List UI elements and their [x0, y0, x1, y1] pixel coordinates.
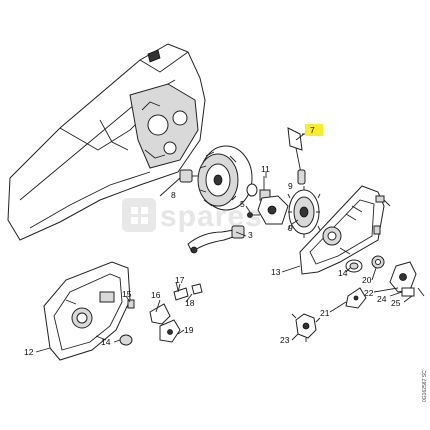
part-11-valve	[246, 176, 289, 225]
callout-3: 3	[248, 230, 253, 240]
callout-19: 19	[184, 325, 194, 335]
callout-14-right: 14	[338, 268, 348, 278]
callout-9-upper: 9	[288, 181, 293, 191]
callout-23: 23	[280, 335, 290, 345]
callout-7-highlight	[305, 124, 323, 136]
part-13-side-cover	[299, 185, 391, 275]
callout-17: 17	[175, 275, 185, 285]
drawing-code: 0G162567 SC	[422, 370, 428, 402]
callout-18: 18	[185, 298, 195, 308]
part-3-oil-hose	[187, 225, 245, 254]
callout-13: 13	[271, 267, 281, 277]
callout-labels: 7 11 8 9 5 9 3 13 14 20 22 24 25 21 23 1…	[24, 124, 401, 357]
callout-5: 5	[240, 199, 245, 209]
callout-15: 15	[122, 289, 132, 299]
part-7-ignition-lead	[287, 127, 310, 185]
callout-9: 9	[288, 223, 293, 233]
callout-14-left: 14	[101, 337, 111, 347]
leader-lines	[35, 133, 413, 353]
callout-11: 11	[261, 164, 270, 174]
part-5-pin	[247, 212, 260, 218]
callout-21: 21	[320, 308, 330, 318]
callout-20: 20	[362, 275, 372, 285]
flywheel	[197, 145, 253, 211]
housing-body	[7, 43, 206, 241]
part-12-left-cover	[43, 261, 131, 361]
right-small-parts	[291, 255, 425, 342]
part-8-screw	[159, 169, 200, 197]
callout-22: 22	[364, 288, 374, 298]
callout-12: 12	[24, 347, 34, 357]
callout-16: 16	[151, 290, 161, 300]
callout-24: 24	[377, 294, 387, 304]
part-9-sprocket	[287, 186, 321, 238]
left-small-parts	[119, 281, 203, 346]
callout-25: 25	[391, 298, 401, 308]
callout-7: 7	[310, 125, 315, 135]
callout-8: 8	[171, 190, 176, 200]
